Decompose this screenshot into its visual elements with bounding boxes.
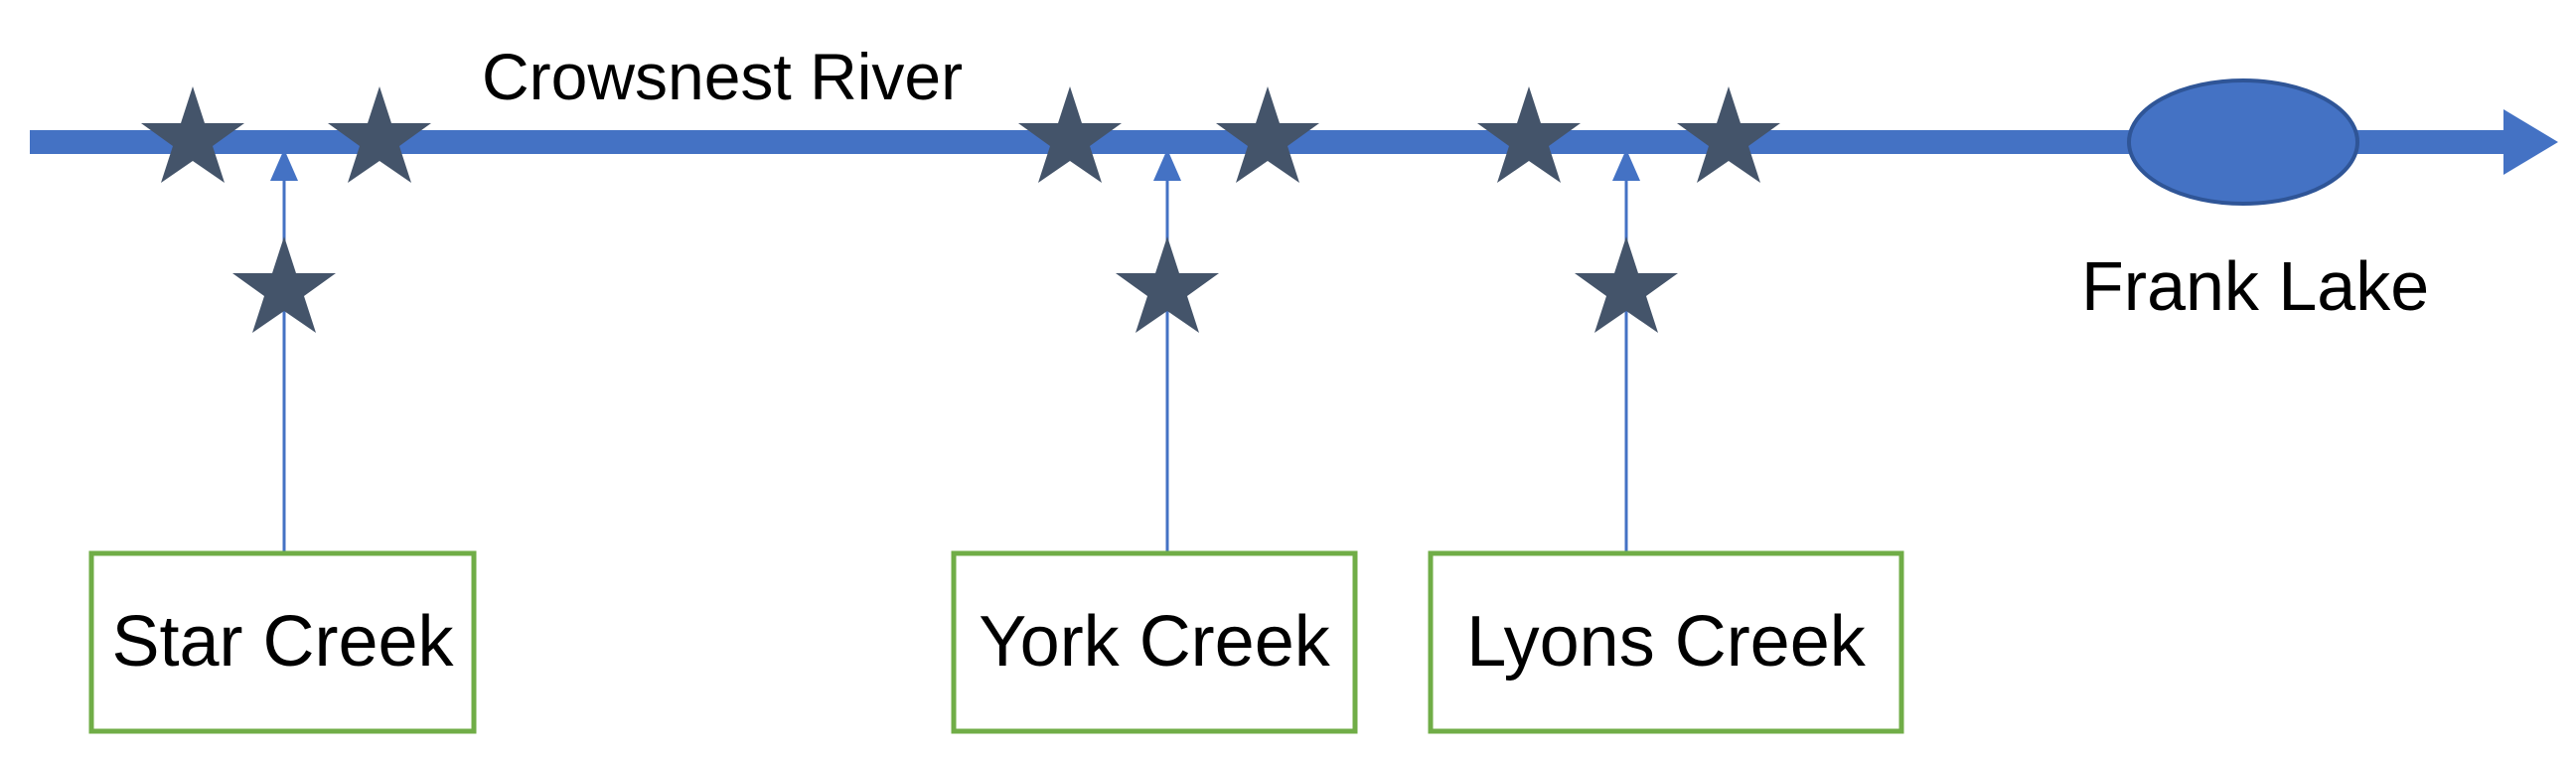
river-label: Crowsnest River	[482, 40, 963, 113]
star-icon	[1477, 86, 1581, 183]
creek-label: York Creek	[979, 602, 1330, 682]
river-arrowhead-icon	[2503, 109, 2558, 175]
lyons-creek-arrowhead-icon	[1612, 149, 1640, 181]
star-icon	[1575, 236, 1678, 333]
star-icon	[1018, 86, 1122, 183]
creek-box-york: York Creek	[951, 550, 1358, 734]
york-creek-arrowhead-icon	[1153, 149, 1181, 181]
frank-lake-shape	[2127, 78, 2359, 206]
creek-box-lyons: Lyons Creek	[1428, 550, 1904, 734]
creek-label: Lyons Creek	[1466, 602, 1867, 682]
star-icon	[232, 236, 336, 333]
creek-box-star: Star Creek	[88, 550, 477, 734]
site-markers	[141, 86, 1780, 333]
star-icon	[1216, 86, 1319, 183]
star-icon	[1677, 86, 1780, 183]
star-creek-arrowhead-icon	[270, 149, 298, 181]
lake-label: Frank Lake	[2081, 247, 2429, 325]
creek-label: Star Creek	[111, 602, 454, 682]
star-icon	[1116, 236, 1219, 333]
star-icon	[328, 86, 431, 183]
star-icon	[141, 86, 244, 183]
